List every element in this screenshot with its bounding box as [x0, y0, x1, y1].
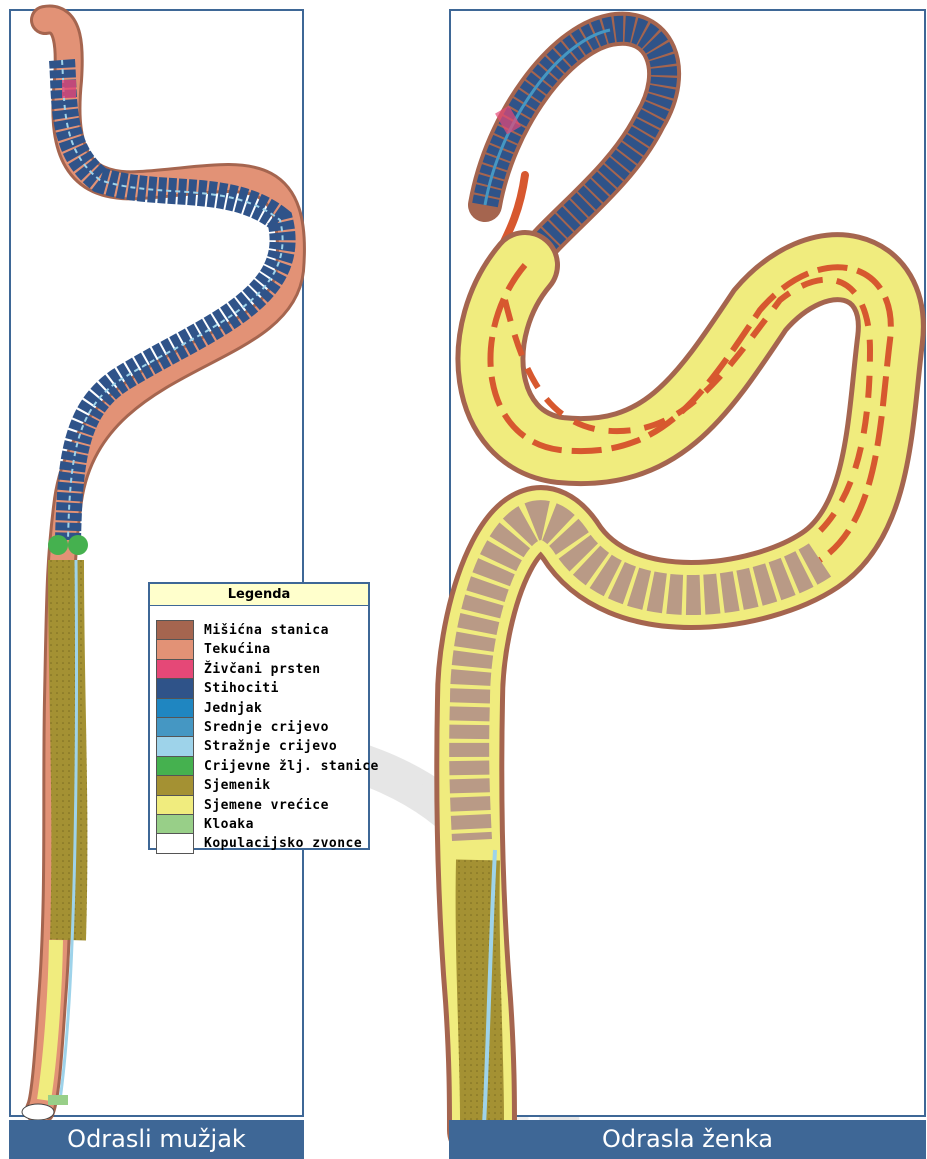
legend-swatch — [156, 795, 194, 816]
legend-label: Kopulacijsko zvonce — [204, 833, 362, 854]
legend-label: Tekućina — [204, 639, 271, 660]
legend-swatch — [156, 775, 194, 796]
legend-swatch — [156, 756, 194, 777]
female-panel — [449, 9, 926, 1117]
legend-swatch — [156, 736, 194, 757]
male-caption: Odrasli mužjak — [9, 1120, 304, 1159]
legend-label: Kloaka — [204, 814, 254, 835]
legend-swatch — [156, 639, 194, 660]
legend-swatch — [156, 833, 194, 854]
legend-panel: Legenda Mišićna stanicaTekućinaŽivčani p… — [148, 582, 370, 850]
legend-label: Crijevne žlj. stanice — [204, 756, 379, 777]
male-panel — [9, 9, 304, 1117]
legend-label: Stihociti — [204, 678, 279, 699]
legend-item: Kopulacijsko zvonce — [156, 833, 368, 855]
legend-swatch — [156, 678, 194, 699]
legend-swatch — [156, 620, 194, 641]
legend-label: Srednje crijevo — [204, 717, 329, 738]
legend-swatch — [156, 659, 194, 680]
legend-label: Sjemene vrećice — [204, 795, 329, 816]
legend-label: Mišićna stanica — [204, 620, 329, 641]
female-caption: Odrasla ženka — [449, 1120, 926, 1159]
legend-swatch — [156, 814, 194, 835]
legend-label: Sjemenik — [204, 775, 271, 796]
legend-label: Stražnje crijevo — [204, 736, 337, 757]
legend-title: Legenda — [150, 584, 368, 606]
legend-label: Živčani prsten — [204, 659, 321, 680]
legend-label: Jednjak — [204, 698, 262, 719]
legend-swatch — [156, 717, 194, 738]
legend-swatch — [156, 698, 194, 719]
